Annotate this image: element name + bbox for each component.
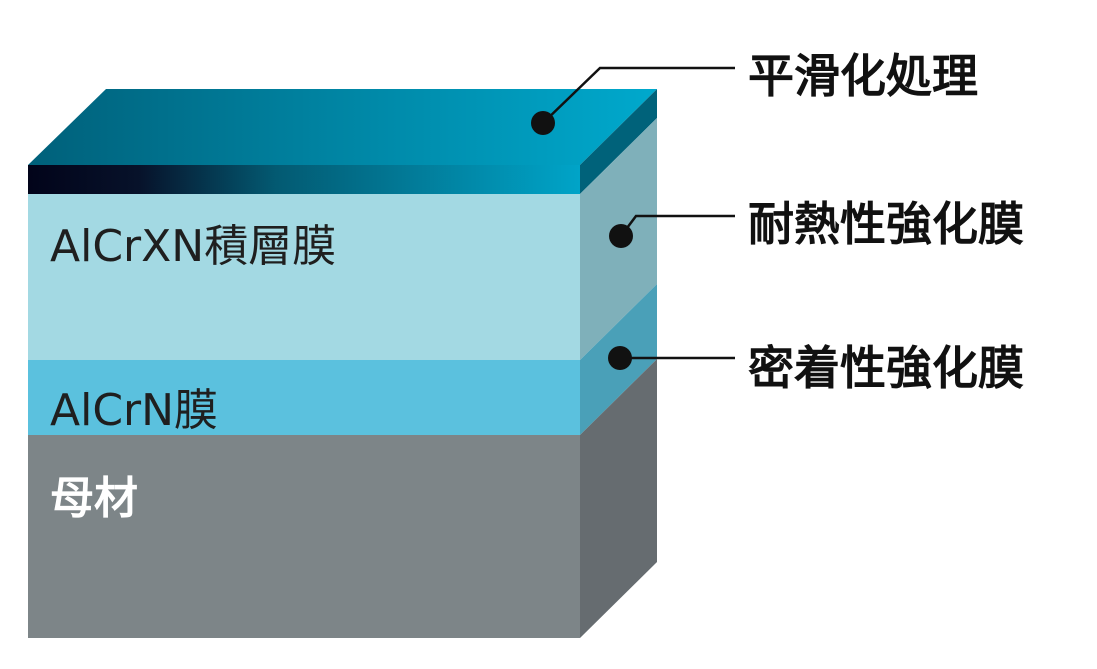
alcrxn-layer-label: AlCrXN積層膜 xyxy=(50,221,337,272)
substrate-side xyxy=(580,359,657,638)
substrate-front xyxy=(28,435,580,638)
marker-dot-smoothing xyxy=(531,111,555,135)
smoothing-layer-front xyxy=(28,165,580,194)
smoothing-layer-side xyxy=(580,89,657,194)
callout-heat-resistant-film: 耐熱性強化膜 xyxy=(748,197,1024,251)
substrate-label: 母材 xyxy=(50,473,138,524)
alcrn-layer-front xyxy=(28,360,580,435)
top-surface xyxy=(28,89,657,165)
callout-adhesion-film: 密着性強化膜 xyxy=(748,341,1024,395)
alcrxn-layer-front xyxy=(28,194,580,360)
alcrn-layer-label: AlCrN膜 xyxy=(50,385,219,436)
leader-line-smoothing xyxy=(542,66,735,124)
callout-smoothing: 平滑化処理 xyxy=(748,49,978,103)
marker-dot-adhesion xyxy=(608,346,632,370)
marker-dot-heat-resistant xyxy=(609,224,633,248)
